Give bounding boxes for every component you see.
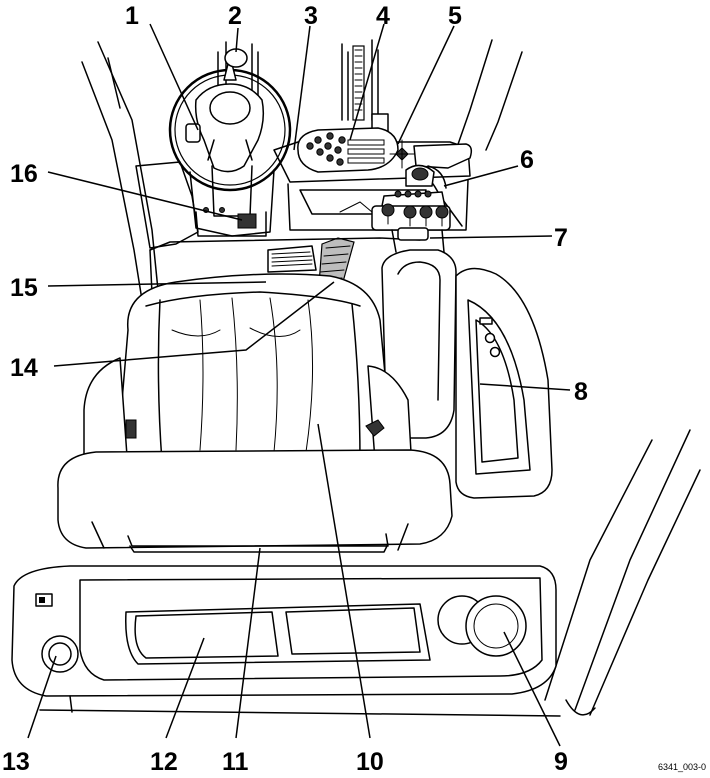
callout-12: 12 [150,748,178,776]
callout-numbers: 1 2 3 4 5 6 7 8 9 10 11 12 13 14 15 16 [2,2,588,776]
seat-side-bolsters [83,357,413,479]
callout-15: 15 [10,274,38,302]
parking-brake-switch [237,213,257,229]
callout-14: 14 [10,354,38,382]
seat-backrest [117,273,393,481]
callout-11: 11 [222,748,249,776]
battery-indicator [35,593,53,607]
side-compartment [455,267,553,499]
callout-16: 16 [10,160,38,188]
display-panel [297,127,399,173]
direction-switch [389,139,415,169]
right-pillar [455,39,523,151]
drink-holders [437,595,527,657]
callout-5: 5 [448,2,462,30]
leader-lines [27,23,571,747]
callout-13: 13 [2,748,30,776]
seat-cushion [57,449,453,551]
steering-wheel [168,68,292,192]
lift-chain [352,45,365,121]
callout-4: 4 [376,2,390,30]
callout-9: 9 [554,748,568,776]
callout-7: 7 [554,224,568,252]
callout-10: 10 [356,748,384,776]
brake-pedal [267,245,317,273]
right-front-post [544,429,701,716]
storage-tray [125,603,431,665]
steering-knob [223,48,248,81]
callout-3: 3 [304,2,318,30]
callout-6: 6 [520,146,534,174]
steering-column [195,165,267,237]
left-pillar [81,41,159,301]
callout-2: 2 [228,2,242,30]
callout-1: 1 [125,2,139,30]
emergency-stop-button [41,635,79,673]
callout-8: 8 [574,378,588,406]
figure-code: 6341_003-0 [658,762,706,772]
joystick-levers [371,164,451,231]
